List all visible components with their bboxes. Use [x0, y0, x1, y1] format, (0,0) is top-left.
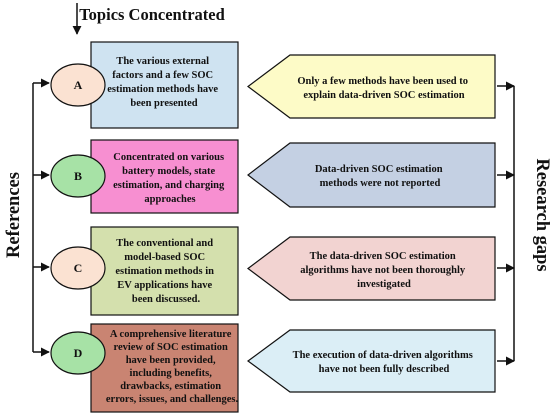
- topic-text-d: A comprehensive literature review of SOC…: [106, 329, 239, 405]
- gap-line: algorithms have not been thoroughly: [300, 265, 466, 276]
- diagram-title: Topics Concentrated: [79, 5, 225, 24]
- gap-text-a: Only a few methods have been used to exp…: [297, 76, 470, 101]
- circle-label-b: B: [74, 169, 82, 183]
- row-b: B Concentrated on various battery models…: [50, 139, 496, 214]
- topic-line: estimation methods in: [115, 266, 214, 277]
- topic-line: review of SOC estimation: [113, 342, 228, 353]
- circle-label-d: D: [74, 346, 83, 360]
- row-c: C The conventional and model-based SOC e…: [50, 226, 496, 316]
- topic-line: Concentrated on various: [113, 152, 224, 163]
- topic-line: estimation methods have: [107, 84, 218, 95]
- references-label: References: [4, 172, 24, 258]
- gap-text-c: The data-driven SOC estimation algorithm…: [300, 251, 468, 290]
- topic-line: been presented: [130, 98, 197, 109]
- topic-line: have been provided,: [126, 355, 216, 366]
- topic-line: factors and a few SOC: [112, 70, 213, 81]
- gap-text-b: Data-driven SOC estimation methods were …: [315, 164, 445, 189]
- circle-label-c: C: [74, 261, 83, 275]
- topic-text-b: Concentrated on various battery models, …: [113, 152, 227, 205]
- topic-line: including benefits,: [130, 368, 213, 379]
- topic-line: battery models, state: [122, 166, 215, 177]
- topic-box-d: [90, 323, 239, 413]
- topic-line: drawbacks, estimation: [120, 381, 221, 392]
- topic-line: A comprehensive literature: [110, 329, 232, 340]
- gap-shape-b: [247, 142, 496, 208]
- gap-line: Only a few methods have been used to: [297, 76, 468, 87]
- topic-line: been discussed.: [132, 294, 201, 305]
- topic-line: approaches: [144, 194, 195, 205]
- topic-line: errors, issues, and challenges.: [106, 394, 239, 405]
- topic-line: The various external: [116, 56, 209, 67]
- topic-box-a: [90, 41, 239, 129]
- gap-shape-d: [246, 329, 496, 393]
- topic-box-c: [90, 226, 239, 316]
- gap-text-d: The execution of data-driven algorithms …: [293, 350, 476, 375]
- gap-shape-a: [247, 54, 496, 119]
- gap-line: The data-driven SOC estimation: [310, 251, 456, 262]
- topic-text-c: The conventional and model-based SOC est…: [115, 238, 216, 305]
- topic-line: model-based SOC: [124, 252, 205, 263]
- circle-c: [50, 246, 106, 290]
- gap-line: The execution of data-driven algorithms: [293, 350, 473, 361]
- row-a: A The various external factors and a few…: [50, 41, 496, 129]
- research-gaps-label: Research gaps: [532, 158, 550, 271]
- topic-text-a: The various external factors and a few S…: [107, 56, 220, 109]
- gap-line: explain data-driven SOC estimation: [303, 90, 464, 101]
- circle-b: [50, 154, 106, 198]
- row-d: D A comprehensive literature review of S…: [50, 323, 496, 413]
- topic-line: estimation, and charging: [113, 180, 225, 191]
- gap-line: methods were not reported: [320, 178, 441, 189]
- topic-line: EV applications have: [117, 280, 212, 291]
- circle-d: [50, 331, 106, 375]
- gap-line: have not been fully described: [319, 364, 450, 375]
- gap-shape-c: [247, 236, 496, 301]
- gap-line: investigated: [357, 279, 411, 290]
- gap-line: Data-driven SOC estimation: [315, 164, 443, 175]
- circle-label-a: A: [74, 78, 83, 92]
- circle-a: [50, 63, 106, 107]
- topic-line: The conventional and: [116, 238, 213, 249]
